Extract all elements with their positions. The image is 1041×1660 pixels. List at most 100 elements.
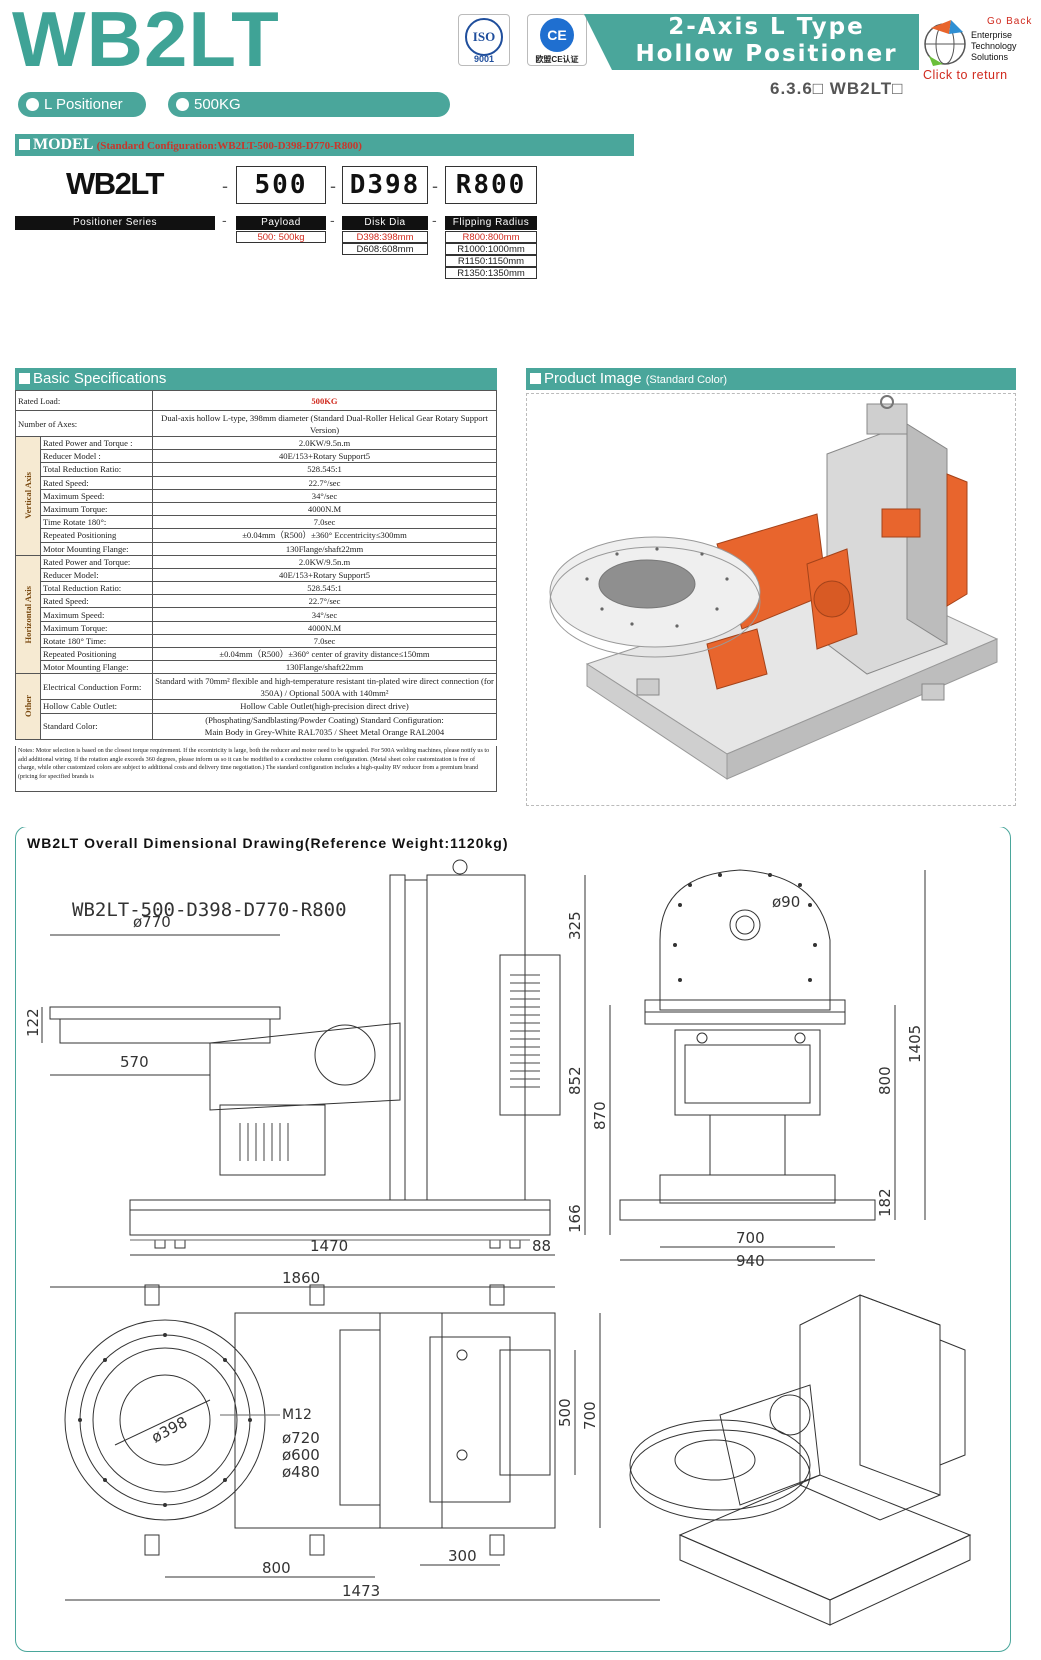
top-dim-m12: M12 — [282, 1407, 312, 1423]
horizontal-axis-row-value: ±0.04mm（R500）±360° center of gravity dis… — [152, 646, 497, 662]
side-dim-570: 570 — [120, 1053, 149, 1071]
brand-line-1: Enterprise — [971, 30, 1013, 40]
top-dim-800: 800 — [262, 1559, 291, 1577]
horizontal-axis-row-value: 528.545:1 — [152, 581, 497, 596]
top-dim-500: 500 — [556, 1398, 574, 1427]
vertical-axis-row: Repeated Positioning±0.04mm（R500）±360° E… — [16, 528, 497, 543]
horizontal-axis-row-value: 34°/sec — [152, 607, 497, 622]
axes-value: Dual-axis hollow L-type, 398mm diameter … — [152, 410, 497, 437]
product-image-label: Product Image — [544, 370, 642, 387]
iso-logo-icon: ISO — [465, 18, 503, 56]
top-dim-dia398: ø398 — [148, 1413, 190, 1447]
banner-line-1: 2-Axis L Type — [668, 14, 865, 40]
vertical-axis-row: Maximum Torque:4000N.M — [16, 501, 497, 517]
vertical-axis-row-value: 34°/sec — [152, 488, 497, 503]
front-view: ø90 1405 800 182 700 940 — [619, 869, 926, 1270]
product-image — [526, 393, 1016, 806]
top-dim-700: 700 — [581, 1401, 599, 1430]
electrical-value: Standard with 70mm² flexible and high-te… — [152, 673, 497, 701]
front-dim-182: 182 — [876, 1188, 894, 1217]
horizontal-axis-row-label: Repeated Positioning — [40, 646, 153, 662]
vertical-axis-row: Reducer Model :40E/153+Rotary Support5 — [16, 449, 497, 464]
flip-option-3: R1150:1150mm — [445, 255, 537, 267]
other-group-cell: Other — [15, 673, 41, 740]
rated-load-label: Rated Load: — [15, 390, 153, 411]
top-dim-dia600: ø600 — [282, 1446, 320, 1464]
payload-label: Payload — [236, 216, 326, 230]
vertical-axis-row-label: Rated Speed: — [40, 475, 153, 490]
side-dim-852: 852 — [566, 1066, 584, 1095]
horizontal-axis-row-value: 22.7°/sec — [152, 594, 497, 609]
horizontal-axis-row-value: 4000N.M — [152, 620, 497, 635]
horizontal-axis-row: Motor Mounting Flange:130Flange/shaft22m… — [16, 660, 497, 675]
click-to-return-link[interactable]: Click to return — [923, 68, 1008, 82]
electrical-label: Electrical Conduction Form: — [40, 673, 153, 701]
radius-code: R800 — [445, 166, 537, 204]
side-dim-88: 88 — [532, 1237, 551, 1255]
drawing-title: WB2LT Overall Dimensional Drawing(Refere… — [27, 835, 509, 851]
vertical-axis-row-value: ±0.04mm（R500）±360° Eccentricity≤300mm — [152, 528, 497, 543]
front-dim-dia90: ø90 — [772, 893, 800, 911]
horizontal-axis-row-value: 2.0KW/9.5n.m — [152, 554, 497, 569]
front-dim-940: 940 — [736, 1252, 765, 1270]
go-back-label: Go Back — [987, 16, 1033, 27]
iso-number: 9001 — [473, 54, 495, 64]
banner-line-2: Hollow Positioner — [635, 41, 898, 67]
go-back-link[interactable]: Go Back Enterprise Technology Solutions … — [921, 10, 1033, 82]
disk-label: Disk Dia — [342, 216, 428, 230]
vertical-axis-row-label: Repeated Positioning — [40, 528, 153, 543]
horizontal-axis-row-label: Rated Speed: — [40, 594, 153, 609]
positioner-type-pill: L Positioner — [18, 92, 146, 117]
side-dim-122: 122 — [24, 1008, 42, 1037]
series-name: WB2LT — [66, 166, 164, 201]
horizontal-axis-row-label: Total Reduction Ratio: — [40, 581, 153, 596]
horizontal-axis-row: Maximum Speed:34°/sec — [16, 607, 497, 622]
ce-logo-icon: CE — [540, 18, 574, 52]
side-dim-1470: 1470 — [310, 1237, 348, 1255]
horizontal-axis-group-cell: Horizontal Axis — [15, 554, 41, 675]
color-label: Standard Color: — [40, 712, 153, 740]
vertical-axis-row: Motor Mounting Flange:130Flange/shaft22m… — [16, 541, 497, 556]
disk-code: D398 — [342, 166, 428, 204]
color-value-line-2: Main Body in Grey-White RAL7035 / Sheet … — [204, 727, 445, 738]
series-label: Positioner Series — [15, 216, 215, 230]
rated-load-value: 500KG — [152, 390, 497, 411]
vertical-axis-row: Time Rotate 180°:7.0sec — [16, 515, 497, 530]
front-dim-700: 700 — [736, 1229, 765, 1247]
horizontal-axis-row-label: Maximum Torque: — [40, 620, 153, 635]
horizontal-axis-row-value: 130Flange/shaft22mm — [152, 660, 497, 675]
cable-value: Hollow Cable Outlet(high-precision direc… — [152, 699, 497, 714]
vertical-axis-row-label: Motor Mounting Flange: — [40, 541, 153, 556]
flip-option-2: R1000:1000mm — [445, 243, 537, 255]
flip-option-4: R1350:1350mm — [445, 267, 537, 279]
vertical-axis-row-value: 2.0KW/9.5n.m — [152, 435, 497, 451]
vertical-axis-row: Rated Speed:22.7°/sec — [16, 475, 497, 490]
product-image-sub: (Standard Color) — [645, 374, 728, 386]
vertical-axis-row-label: Time Rotate 180°: — [40, 515, 153, 530]
vertical-axis-group-cell: Vertical Axis — [15, 436, 41, 556]
side-dim-dia770: ø770 — [133, 913, 171, 931]
horizontal-axis-row-label: Reducer Model: — [40, 567, 153, 583]
title-banner: 2-Axis L Type Hollow Positioner — [584, 14, 919, 70]
vertical-axis-row-value: 528.545:1 — [152, 462, 497, 477]
load-pill: 500KG — [168, 92, 450, 117]
standard-config-text: (Standard Configuration:WB2LT-500-D398-D… — [96, 140, 362, 152]
horizontal-axis-row-label: Maximum Speed: — [40, 607, 153, 622]
horizontal-axis-row: Repeated Positioning±0.04mm（R500）±360° c… — [16, 646, 497, 662]
isometric-view — [629, 1294, 972, 1626]
basic-spec-bar: Basic Specifications — [15, 368, 497, 390]
side-dim-1860: 1860 — [282, 1269, 320, 1287]
positioner-render — [549, 395, 999, 780]
brand-line-3: Solutions — [971, 52, 1009, 62]
vertical-axis-row: Total Reduction Ratio:528.545:1 — [16, 462, 497, 477]
top-dim-dia480: ø480 — [282, 1463, 320, 1481]
horizontal-axis-row-value: 7.0sec — [152, 633, 497, 649]
version-label: 6.3.6□ WB2LT□ — [770, 79, 904, 98]
ce-cert-badge: CE 欧盟CE认证 — [527, 14, 587, 66]
side-dim-870: 870 — [591, 1101, 609, 1130]
horizontal-axis-row-label: Rated Power and Torque: — [40, 554, 153, 569]
payload-option: 500: 500kg — [236, 231, 326, 243]
iso-cert-badge: ISO 9001 — [458, 14, 510, 66]
vertical-axis-row-value: 22.7°/sec — [152, 475, 497, 490]
